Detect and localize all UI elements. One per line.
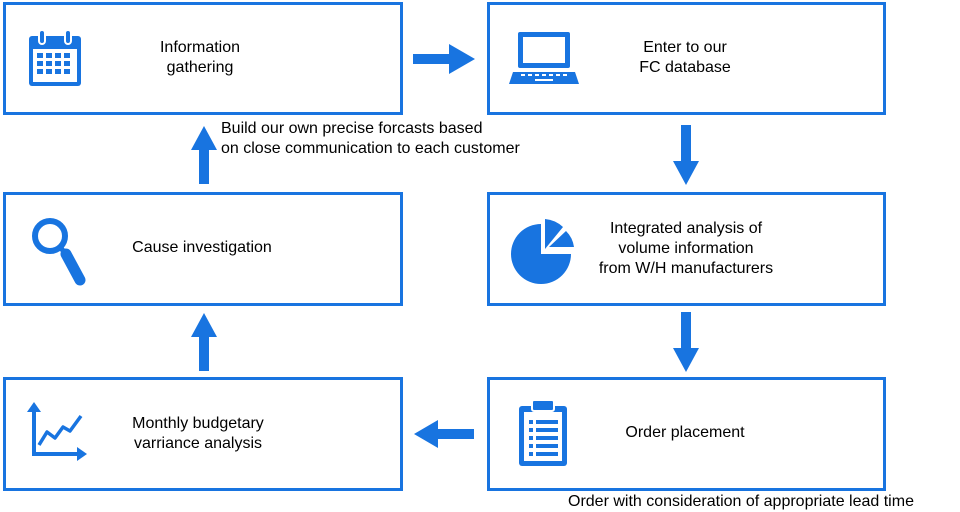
arrow-up: [191, 313, 217, 371]
step-variance-analysis: [3, 377, 403, 491]
magnifier-icon: [32, 218, 86, 286]
enter-database-label: Enter to our FC database: [639, 39, 731, 76]
forecast-note: Build our own precise forcasts based on …: [221, 120, 520, 157]
arrow-left: [414, 420, 474, 448]
step-enter-database: [487, 2, 886, 115]
cause-investigation-label: Cause investigation: [132, 239, 272, 256]
calendar-icon: [29, 30, 81, 86]
step-cause-investigation: [3, 192, 403, 306]
line-chart-icon: [27, 402, 87, 461]
lead-time-note: Order with consideration of appropriate …: [568, 493, 914, 510]
step-integrated-analysis: [487, 192, 886, 306]
clipboard-icon: [519, 400, 567, 466]
integrated-analysis-label: Integrated analysis of volume informatio…: [598, 220, 774, 277]
variance-analysis-label: Monthly budgetary varriance analysis: [132, 415, 264, 452]
arrow-down: [673, 125, 699, 185]
arrow-right: [413, 44, 475, 74]
information-gathering-label: Information gathering: [159, 39, 241, 76]
arrow-down: [673, 312, 699, 372]
order-placement-label: Order placement: [625, 424, 745, 441]
arrow-up: [191, 126, 217, 184]
pie-chart-icon: [511, 219, 574, 284]
laptop-icon: [509, 32, 579, 84]
